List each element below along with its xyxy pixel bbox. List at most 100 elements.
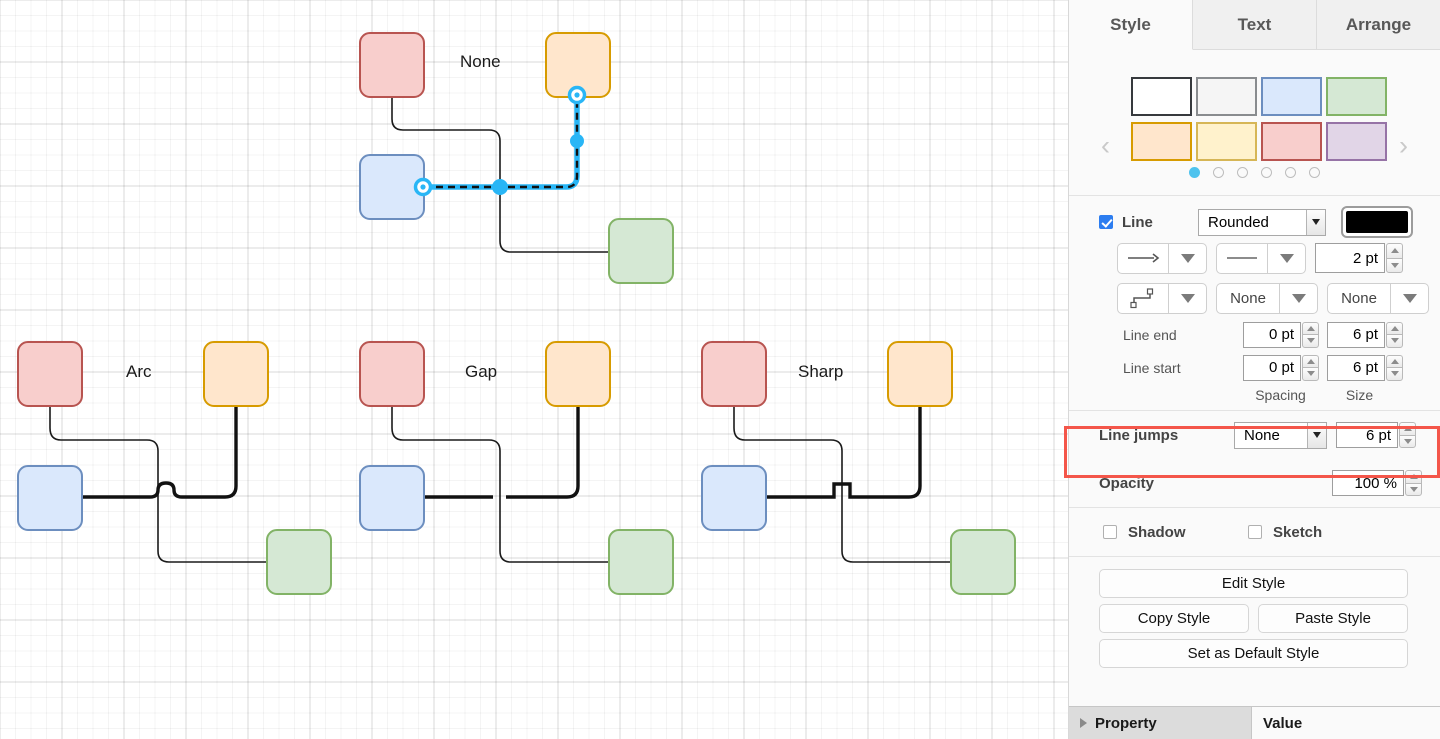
- tab-style[interactable]: Style: [1069, 0, 1193, 50]
- swatch-next-icon[interactable]: ›: [1399, 130, 1408, 161]
- stepper-down-icon[interactable]: [1405, 482, 1422, 496]
- swatch-page-dot-3[interactable]: [1237, 167, 1248, 178]
- swatch-green[interactable]: [1326, 77, 1387, 116]
- stepper-up-icon[interactable]: [1302, 354, 1319, 367]
- stepper-down-icon[interactable]: [1386, 367, 1403, 381]
- edge-midpoint-handle-vertical: [570, 134, 584, 148]
- line-style-select[interactable]: Rounded: [1198, 208, 1326, 236]
- line-jumps-size-stepper[interactable]: [1399, 422, 1416, 448]
- stepper-down-icon[interactable]: [1302, 334, 1319, 348]
- node-green: [608, 218, 674, 284]
- stepper-down-icon[interactable]: [1399, 434, 1416, 448]
- line-jumps-size-value: 6 pt: [1365, 426, 1391, 444]
- swatch-page-dot-4[interactable]: [1261, 167, 1272, 178]
- swatch-red[interactable]: [1261, 122, 1322, 161]
- edge-red-green: [391, 97, 611, 253]
- line-end-style-picker[interactable]: None: [1327, 282, 1429, 314]
- line-end-size-value: 6 pt: [1352, 326, 1378, 343]
- line-start-row: Line start 0 pt 6 pt: [1069, 351, 1440, 384]
- stepper-up-icon[interactable]: [1386, 321, 1403, 334]
- swatch-grid: [1131, 77, 1390, 161]
- swatch-page-dot-1[interactable]: [1189, 167, 1200, 178]
- line-jumps-size-input[interactable]: 6 pt: [1336, 422, 1398, 448]
- stepper-up-icon[interactable]: [1386, 354, 1403, 367]
- line-waypoint-row: None None: [1069, 278, 1440, 318]
- swatch-yellow[interactable]: [1196, 122, 1257, 161]
- drawing-canvas[interactable]: None Arc Gap Sharp: [0, 0, 1068, 739]
- line-label: Line: [1122, 213, 1153, 231]
- set-default-style-button[interactable]: Set as Default Style: [1099, 639, 1408, 668]
- stepper-up-icon[interactable]: [1399, 422, 1416, 435]
- opacity-input[interactable]: 100 %: [1332, 470, 1404, 496]
- node-orange: [887, 341, 953, 407]
- shadow-checkbox[interactable]: [1103, 525, 1117, 539]
- line-jumps-select[interactable]: None: [1234, 421, 1327, 449]
- waypoint-style-picker[interactable]: [1117, 282, 1207, 314]
- line-end-size-input[interactable]: 6 pt: [1327, 321, 1385, 348]
- diagram-label-arc: Arc: [126, 362, 152, 381]
- property-column-header[interactable]: Property: [1069, 707, 1252, 739]
- tab-text[interactable]: Text: [1193, 0, 1317, 50]
- line-start-style-picker[interactable]: None: [1216, 282, 1318, 314]
- paste-style-button[interactable]: Paste Style: [1258, 604, 1408, 633]
- stepper-down-icon[interactable]: [1386, 257, 1403, 273]
- swatch-page-dot-2[interactable]: [1213, 167, 1224, 178]
- line-start-spacing-value: 0 pt: [1268, 359, 1294, 376]
- line-end-spacing-input[interactable]: 0 pt: [1243, 321, 1301, 348]
- line-end-dropdown-icon: [1391, 284, 1428, 313]
- end-arrow-dropdown-icon: [1169, 244, 1206, 273]
- line-end-spacing-stepper[interactable]: [1302, 321, 1319, 348]
- line-start-size-input[interactable]: 6 pt: [1327, 354, 1385, 381]
- node-blue: [359, 465, 425, 531]
- line-jumps-row: Line jumps None 6 pt: [1069, 411, 1440, 459]
- copy-style-button[interactable]: Copy Style: [1099, 604, 1249, 633]
- node-red: [701, 341, 767, 407]
- chevron-down-icon: [1306, 209, 1325, 235]
- line-start-spacing-stepper[interactable]: [1302, 354, 1319, 381]
- line-color-button[interactable]: [1341, 206, 1413, 238]
- node-green: [266, 529, 332, 595]
- opacity-stepper[interactable]: [1405, 470, 1422, 496]
- line-end-spacing-value: 0 pt: [1268, 326, 1294, 343]
- swatch-purple[interactable]: [1326, 122, 1387, 161]
- line-pattern-dropdown-icon: [1268, 244, 1305, 273]
- opacity-value: 100 %: [1354, 474, 1397, 492]
- line-width-input[interactable]: 2 pt: [1315, 243, 1385, 273]
- expand-triangle-icon[interactable]: [1080, 718, 1087, 728]
- stepper-down-icon[interactable]: [1302, 367, 1319, 381]
- line-width-stepper[interactable]: [1386, 243, 1403, 273]
- tab-arrange[interactable]: Arrange: [1317, 0, 1440, 50]
- edit-style-button[interactable]: Edit Style: [1099, 569, 1408, 598]
- swatch-light-gray[interactable]: [1196, 77, 1257, 116]
- node-blue: [701, 465, 767, 531]
- line-start-size-value: 6 pt: [1352, 359, 1378, 376]
- stepper-down-icon[interactable]: [1386, 334, 1403, 348]
- line-style-value: Rounded: [1208, 213, 1269, 231]
- swatch-white[interactable]: [1131, 77, 1192, 116]
- swatch-page-dot-6[interactable]: [1309, 167, 1320, 178]
- line-end-label: Line end: [1123, 326, 1177, 343]
- end-arrow-picker[interactable]: [1117, 242, 1207, 274]
- line-start-size-stepper[interactable]: [1386, 354, 1403, 381]
- edge-red-green-arc: [49, 406, 269, 563]
- chevron-down-icon: [1307, 422, 1326, 448]
- diagram-label-none: None: [460, 52, 501, 71]
- swatch-orange[interactable]: [1131, 122, 1192, 161]
- line-start-spacing-input[interactable]: 0 pt: [1243, 354, 1301, 381]
- swatch-prev-icon[interactable]: ‹: [1101, 130, 1110, 161]
- line-end-size-stepper[interactable]: [1386, 321, 1403, 348]
- waypoint-dropdown-icon: [1169, 284, 1206, 313]
- diagram-arc: [17, 341, 332, 595]
- stepper-up-icon[interactable]: [1302, 321, 1319, 334]
- edge-endpoint-handle-source-dot: [574, 92, 580, 98]
- sketch-checkbox[interactable]: [1248, 525, 1262, 539]
- line-pattern-picker[interactable]: [1216, 242, 1306, 274]
- edge-blue-orange-gap-seg2: [506, 406, 580, 499]
- swatch-page-dot-5[interactable]: [1285, 167, 1296, 178]
- stepper-up-icon[interactable]: [1386, 243, 1403, 258]
- line-checkbox[interactable]: [1099, 215, 1113, 229]
- swatch-blue[interactable]: [1261, 77, 1322, 116]
- node-green: [950, 529, 1016, 595]
- stepper-up-icon[interactable]: [1405, 470, 1422, 483]
- edge-endpoint-handle-target-dot: [420, 184, 426, 190]
